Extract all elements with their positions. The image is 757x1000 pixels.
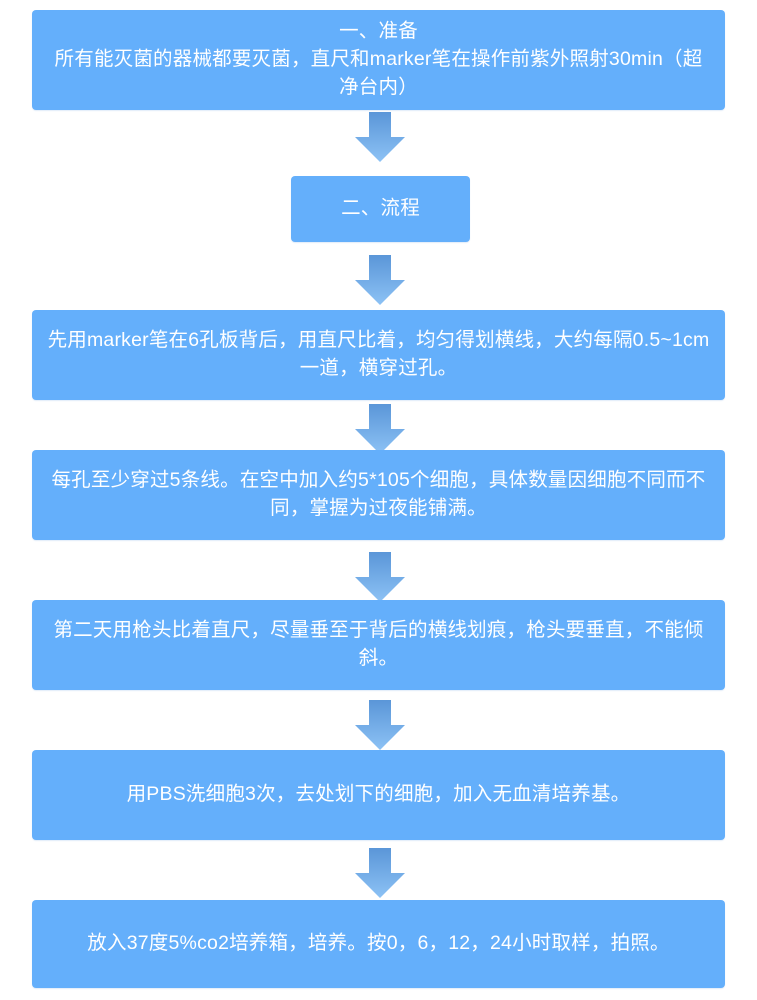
flowchart-node-preparation[interactable]: 一、准备 所有能灭菌的器械都要灭菌，直尺和marker笔在操作前紫外照射30mi… xyxy=(32,10,725,110)
flowchart-node-scratch[interactable]: 第二天用枪头比着直尺，尽量垂至于背后的横线划痕，枪头要垂直，不能倾斜。 xyxy=(32,600,725,690)
flowchart-node-incubate-image[interactable]: 放入37度5%co2培养箱，培养。按0，6，12，24小时取样，拍照。 xyxy=(32,900,725,988)
flow-arrow-down-6 xyxy=(355,848,405,898)
flow-arrow-down-1 xyxy=(355,112,405,162)
flowchart-node-seed-cells[interactable]: 每孔至少穿过5条线。在空中加入约5*105个细胞，具体数量因细胞不同而不同，掌握… xyxy=(32,450,725,540)
flow-arrow-down-4 xyxy=(355,552,405,602)
flow-arrow-down-3 xyxy=(355,404,405,454)
flowchart-node-draw-lines[interactable]: 先用marker笔在6孔板背后，用直尺比着，均匀得划横线，大约每隔0.5~1cm… xyxy=(32,310,725,400)
flowchart-node-pbs-wash[interactable]: 用PBS洗细胞3次，去处划下的细胞，加入无血清培养基。 xyxy=(32,750,725,840)
flow-arrow-down-5 xyxy=(355,700,405,750)
flow-arrow-down-2 xyxy=(355,255,405,305)
flowchart-node-procedure-header[interactable]: 二、流程 xyxy=(291,176,470,242)
